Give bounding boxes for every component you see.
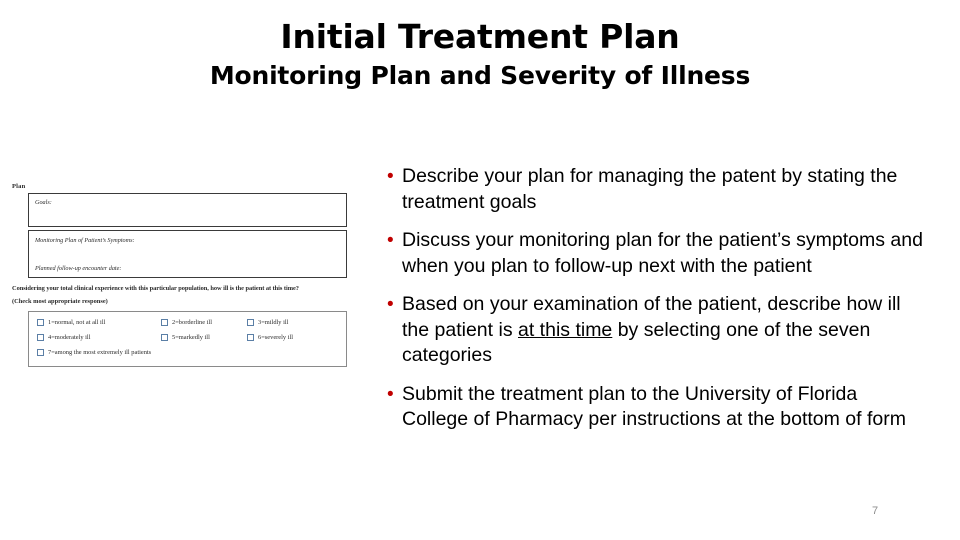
form-severity-options-row: 1=normal, not at all ill 2=borderline il…	[37, 319, 346, 326]
checkbox-icon	[161, 334, 168, 341]
form-severity-option-label: 3=mildly ill	[258, 319, 289, 326]
form-severity-option-3: 3=mildly ill	[247, 319, 337, 326]
bullet-marker-icon: •	[387, 166, 394, 187]
form-severity-option-2: 2=borderline ill	[161, 319, 247, 326]
list-item-text: Discuss your monitoring plan for the pat…	[402, 228, 928, 279]
form-severity-option-label: 7=among the most extremely ill patients	[48, 349, 152, 356]
form-severity-option-7: 7=among the most extremely ill patients	[37, 349, 151, 356]
list-item-text: Describe your plan for managing the pate…	[402, 164, 928, 215]
checkbox-icon	[161, 319, 168, 326]
form-severity-option-label: 4=moderately ill	[48, 334, 91, 341]
bullet-list: • Describe your plan for managing the pa…	[383, 164, 928, 446]
treatment-plan-form-image: Plan Goals: Monitoring Plan of Patient’s…	[12, 183, 352, 367]
list-item-text-segment: Discuss your monitoring plan for the pat…	[402, 229, 923, 277]
form-severity-option-label: 1=normal, not at all ill	[48, 319, 106, 326]
checkbox-icon	[247, 334, 254, 341]
checkbox-icon	[247, 319, 254, 326]
list-item: • Submit the treatment plan to the Unive…	[383, 382, 928, 433]
form-severity-option-label: 6=severely ill	[258, 334, 294, 341]
form-section-label-plan: Plan	[12, 183, 26, 190]
list-item-text: Based on your examination of the patient…	[402, 292, 928, 369]
page-title: Initial Treatment Plan	[280, 17, 680, 56]
list-item-text-segment: Describe your plan for managing the pate…	[402, 165, 898, 213]
bullet-marker-icon: •	[387, 383, 394, 405]
checkbox-icon	[37, 349, 44, 356]
form-severity-options-row: 7=among the most extremely ill patients	[37, 349, 346, 356]
list-item-text-segment: by selecting one of the seven categories	[402, 318, 871, 367]
form-label-followup-date: Planned follow-up encounter date:	[35, 265, 122, 272]
checkbox-icon	[37, 334, 44, 341]
form-severity-option-1: 1=normal, not at all ill	[37, 319, 161, 326]
list-item-text: Submit the treatment plan to the Univers…	[402, 382, 928, 433]
bullet-marker-icon: •	[387, 294, 394, 315]
list-item-text-segment: Submit the treatment plan to the Univers…	[402, 382, 906, 431]
form-severity-question: Considering your total clinical experien…	[12, 285, 299, 292]
list-item: • Based on your examination of the patie…	[383, 292, 928, 369]
form-field-monitoring: Monitoring Plan of Patient’s Symptoms: P…	[28, 230, 347, 278]
form-severity-option-label: 2=borderline ill	[172, 319, 212, 326]
form-label-monitoring-plan: Monitoring Plan of Patient’s Symptoms:	[35, 237, 135, 244]
form-severity-options-row: 4=moderately ill 5=markedly ill 6=severe…	[37, 334, 346, 341]
list-item: • Discuss your monitoring plan for the p…	[383, 228, 928, 279]
form-inset: Goals: Monitoring Plan of Patient’s Symp…	[28, 193, 347, 278]
title-block: Initial Treatment Plan Monitoring Plan a…	[0, 17, 960, 91]
form-severity-subnote: (Check most appropriate response)	[12, 298, 108, 305]
list-item-text-segment: Based on your examination of the patient…	[402, 293, 901, 341]
form-severity-option-5: 5=markedly ill	[161, 334, 247, 341]
form-severity-option-6: 6=severely ill	[247, 334, 337, 341]
bullet-marker-icon: •	[387, 230, 394, 251]
form-severity-option-4: 4=moderately ill	[37, 334, 161, 341]
page-number: 7	[872, 505, 879, 517]
page-subtitle: Monitoring Plan and Severity of Illness	[209, 60, 751, 90]
form-label-goals: Goals:	[35, 199, 52, 206]
form-severity-options-group: 1=normal, not at all ill 2=borderline il…	[28, 311, 347, 367]
list-item-emphasis: at this time	[518, 318, 613, 341]
checkbox-icon	[37, 319, 44, 326]
form-field-goals: Goals:	[28, 193, 347, 227]
list-item: • Describe your plan for managing the pa…	[383, 164, 928, 215]
form-severity-option-label: 5=markedly ill	[172, 334, 210, 341]
